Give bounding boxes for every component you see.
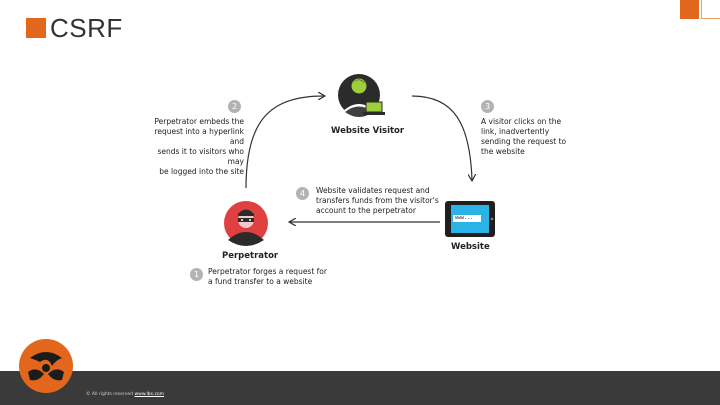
arrow-perpetrator-to-visitor: [245, 96, 324, 189]
masked-person-icon: [224, 201, 268, 246]
step-number-4: 4: [296, 187, 309, 200]
step-text-1: Perpetrator forges a request for a fund …: [208, 267, 327, 286]
visitor-label: Website Visitor: [331, 126, 405, 136]
step-number-1: 1: [190, 268, 203, 281]
company-logo-icon: [19, 339, 73, 393]
copyright-text: © All rights reserved: [86, 392, 134, 397]
user-laptop-icon: [338, 74, 385, 118]
title-accent-square: [26, 18, 46, 38]
corner-outline-square: [701, 0, 720, 19]
step-number-2: 2: [228, 100, 241, 113]
perpetrator-label: Perpetrator: [222, 251, 279, 261]
tablet-screen-text: www...: [455, 215, 474, 221]
tablet-icon: [445, 201, 495, 237]
footer-link[interactable]: www.lbs.com: [134, 392, 165, 397]
footer-bar: [0, 371, 720, 405]
footer-copyright: © All rights reserved www.lbs.com: [86, 392, 164, 397]
slide-title: CSRF: [50, 13, 123, 43]
corner-accent-square: [680, 0, 699, 19]
step-text-3: A visitor clicks on the link, inadverten…: [481, 117, 567, 156]
step-text-2: Perpetrator embeds the request into a hy…: [154, 117, 244, 176]
step-text-4: Website validates request and transfers …: [316, 186, 439, 215]
step-number-3: 3: [481, 100, 494, 113]
arrow-visitor-to-website: [411, 95, 472, 180]
website-label: Website: [451, 242, 490, 252]
